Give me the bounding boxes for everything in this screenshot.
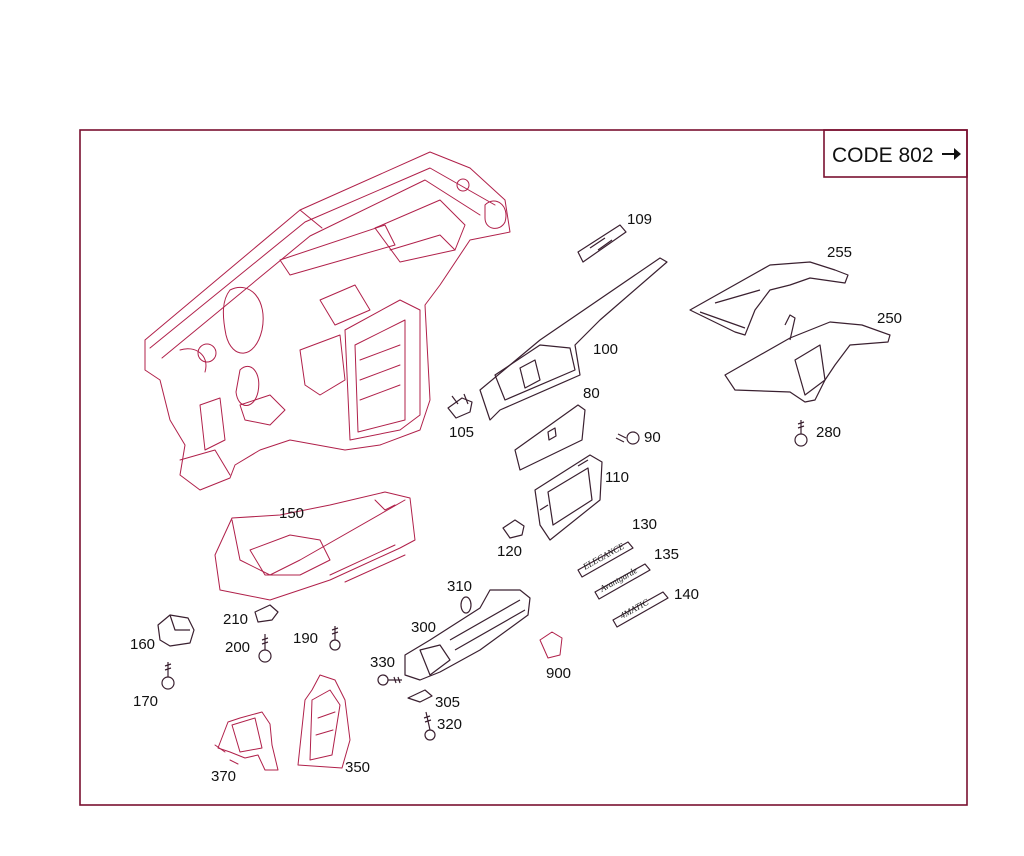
callout-labels: 109 255 250 100 80 90 105 280 110 150 13… [130, 211, 902, 785]
callout-135: 135 [654, 546, 679, 563]
callout-320: 320 [437, 716, 462, 733]
part-320-screw [423, 711, 436, 741]
callout-170: 170 [133, 693, 158, 710]
diagram-frame [79, 129, 968, 806]
callout-255: 255 [827, 244, 852, 261]
callout-110: 110 [605, 469, 629, 486]
callout-350: 350 [345, 759, 370, 776]
callout-300: 300 [411, 619, 436, 636]
callout-100: 100 [593, 341, 618, 358]
part-300-housing [404, 589, 531, 681]
part-210-clip [254, 604, 279, 623]
part-330-screw [377, 674, 402, 686]
part-370-bracket [214, 711, 279, 771]
code-box: CODE 802 [823, 129, 968, 178]
part-150-duct [214, 491, 416, 601]
callout-370: 370 [211, 768, 236, 785]
part-190-screw [329, 626, 341, 651]
right-arrow-icon [942, 148, 961, 160]
callout-90: 90 [644, 429, 661, 446]
dashboard-outline [144, 151, 511, 491]
part-900-pad [539, 631, 563, 659]
part-135-badge: Avantgarde [594, 563, 651, 600]
callout-140: 140 [674, 586, 699, 603]
part-80-panel [514, 404, 586, 471]
part-280-screw [794, 420, 808, 447]
callout-900: 900 [546, 665, 571, 682]
part-105-clip [447, 393, 473, 419]
callout-105: 105 [449, 424, 474, 441]
callout-310: 310 [447, 578, 472, 595]
part-350-duct [297, 674, 351, 769]
part-120-clip [502, 519, 525, 539]
part-100-trim-strip [479, 257, 668, 421]
callout-210: 210 [223, 611, 248, 628]
callout-250: 250 [877, 310, 902, 327]
callout-80: 80 [583, 385, 600, 402]
part-109-badge [577, 224, 627, 263]
callout-120: 120 [497, 543, 522, 560]
callout-109: 109 [627, 211, 652, 228]
part-310-nut [460, 596, 472, 614]
part-140-badge: 4MATIC [612, 591, 669, 628]
callout-280: 280 [816, 424, 841, 441]
callout-200: 200 [225, 639, 250, 656]
callout-150: 150 [279, 505, 304, 522]
callout-190: 190 [293, 630, 318, 647]
part-250-bracket [724, 314, 891, 403]
part-110-frame [534, 454, 603, 541]
part-160-switch [157, 614, 195, 647]
code-label: CODE 802 [832, 144, 934, 167]
part-305-clip [407, 689, 433, 703]
part-200-screw [258, 634, 272, 663]
part-170-screw [161, 662, 175, 690]
callout-330: 330 [370, 654, 395, 671]
part-90-screw [615, 431, 640, 445]
callout-130: 130 [632, 516, 657, 533]
part-255-bracket [689, 261, 849, 336]
callout-160: 160 [130, 636, 155, 653]
callout-305: 305 [435, 694, 460, 711]
